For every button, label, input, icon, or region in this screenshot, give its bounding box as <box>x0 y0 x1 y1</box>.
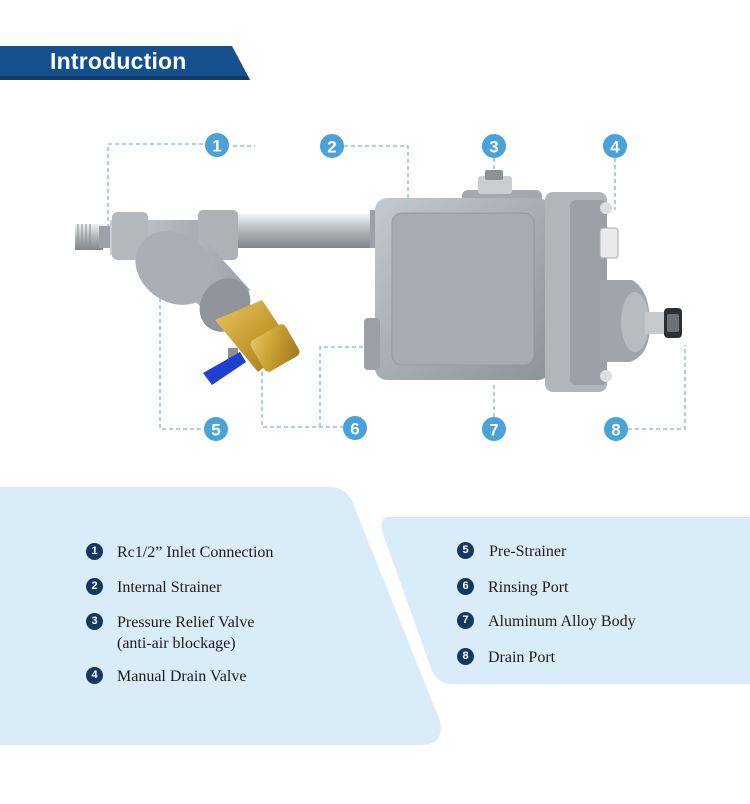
legend-label: Pressure Relief Valve <box>117 614 255 631</box>
legend-number-badge: 8 <box>457 648 474 665</box>
legend-item-inlet-connection: 1 Rc1/2” Inlet Connection <box>86 542 273 563</box>
legend-label: Pre-Strainer <box>489 543 567 560</box>
legend-number-badge: 2 <box>86 578 103 595</box>
manual-drain-ball-valve <box>203 300 300 385</box>
callout-5: 5 <box>204 417 228 441</box>
product-diagram: 1 2 3 4 5 6 7 8 <box>75 133 686 441</box>
legend-item-drain-port: 8 Drain Port <box>457 647 555 668</box>
callout-8: 8 <box>604 417 628 441</box>
callout-number: 8 <box>611 421 620 440</box>
legend-label: Drain Port <box>488 649 556 666</box>
legend-number-badge: 6 <box>457 578 474 595</box>
legend-label: Rinsing Port <box>488 579 569 596</box>
inlet-connection <box>75 224 113 250</box>
callout-4: 4 <box>603 134 627 158</box>
page-title: Introduction <box>50 48 187 74</box>
callout-number: 2 <box>327 138 336 157</box>
aluminum-alloy-body <box>364 170 650 392</box>
callout-number: 5 <box>211 421 220 440</box>
callout-number: 4 <box>610 138 620 157</box>
callout-7: 7 <box>482 417 506 441</box>
legend-label: Rc1/2” Inlet Connection <box>117 544 274 561</box>
legend-item-pre-strainer: 5 Pre-Strainer <box>457 541 566 562</box>
callout-number: 1 <box>212 137 221 156</box>
drain-port-fitting <box>645 308 682 338</box>
legend-label: Internal Strainer <box>117 579 222 596</box>
legend-number-badge: 5 <box>457 542 474 559</box>
callout-leaders <box>107 143 686 430</box>
callout-3: 3 <box>482 134 506 158</box>
header-banner <box>0 46 250 80</box>
legend-item-rinsing-port: 6 Rinsing Port <box>457 577 568 598</box>
legend-number-badge: 7 <box>457 612 474 629</box>
legend-number-badge: 1 <box>86 543 103 560</box>
legend-item-aluminum-alloy-body: 7 Aluminum Alloy Body <box>457 611 636 632</box>
callout-1: 1 <box>205 133 229 157</box>
callout-number: 6 <box>350 420 359 439</box>
legend-item-internal-strainer: 2 Internal Strainer <box>86 577 221 598</box>
legend-panel-right <box>381 517 750 684</box>
legend-label: Aluminum Alloy Body <box>488 613 636 630</box>
callout-6: 6 <box>343 416 367 440</box>
internal-strainer-pipe <box>200 214 380 248</box>
legend-sublabel: (anti-air blockage) <box>117 635 236 652</box>
legend-label: Manual Drain Valve <box>117 668 247 685</box>
callout-number: 7 <box>489 421 498 440</box>
callout-2: 2 <box>320 134 344 158</box>
y-strainer <box>110 210 251 332</box>
legend-item-manual-drain-valve: 4 Manual Drain Valve <box>86 666 246 687</box>
legend-panel-left <box>0 487 441 745</box>
legend-number-badge: 4 <box>86 667 103 684</box>
callout-number: 3 <box>489 138 498 157</box>
legend-item-pressure-relief-valve: 3 Pressure Relief Valve (anti-air blocka… <box>86 612 254 654</box>
legend-number-badge: 3 <box>86 613 103 630</box>
